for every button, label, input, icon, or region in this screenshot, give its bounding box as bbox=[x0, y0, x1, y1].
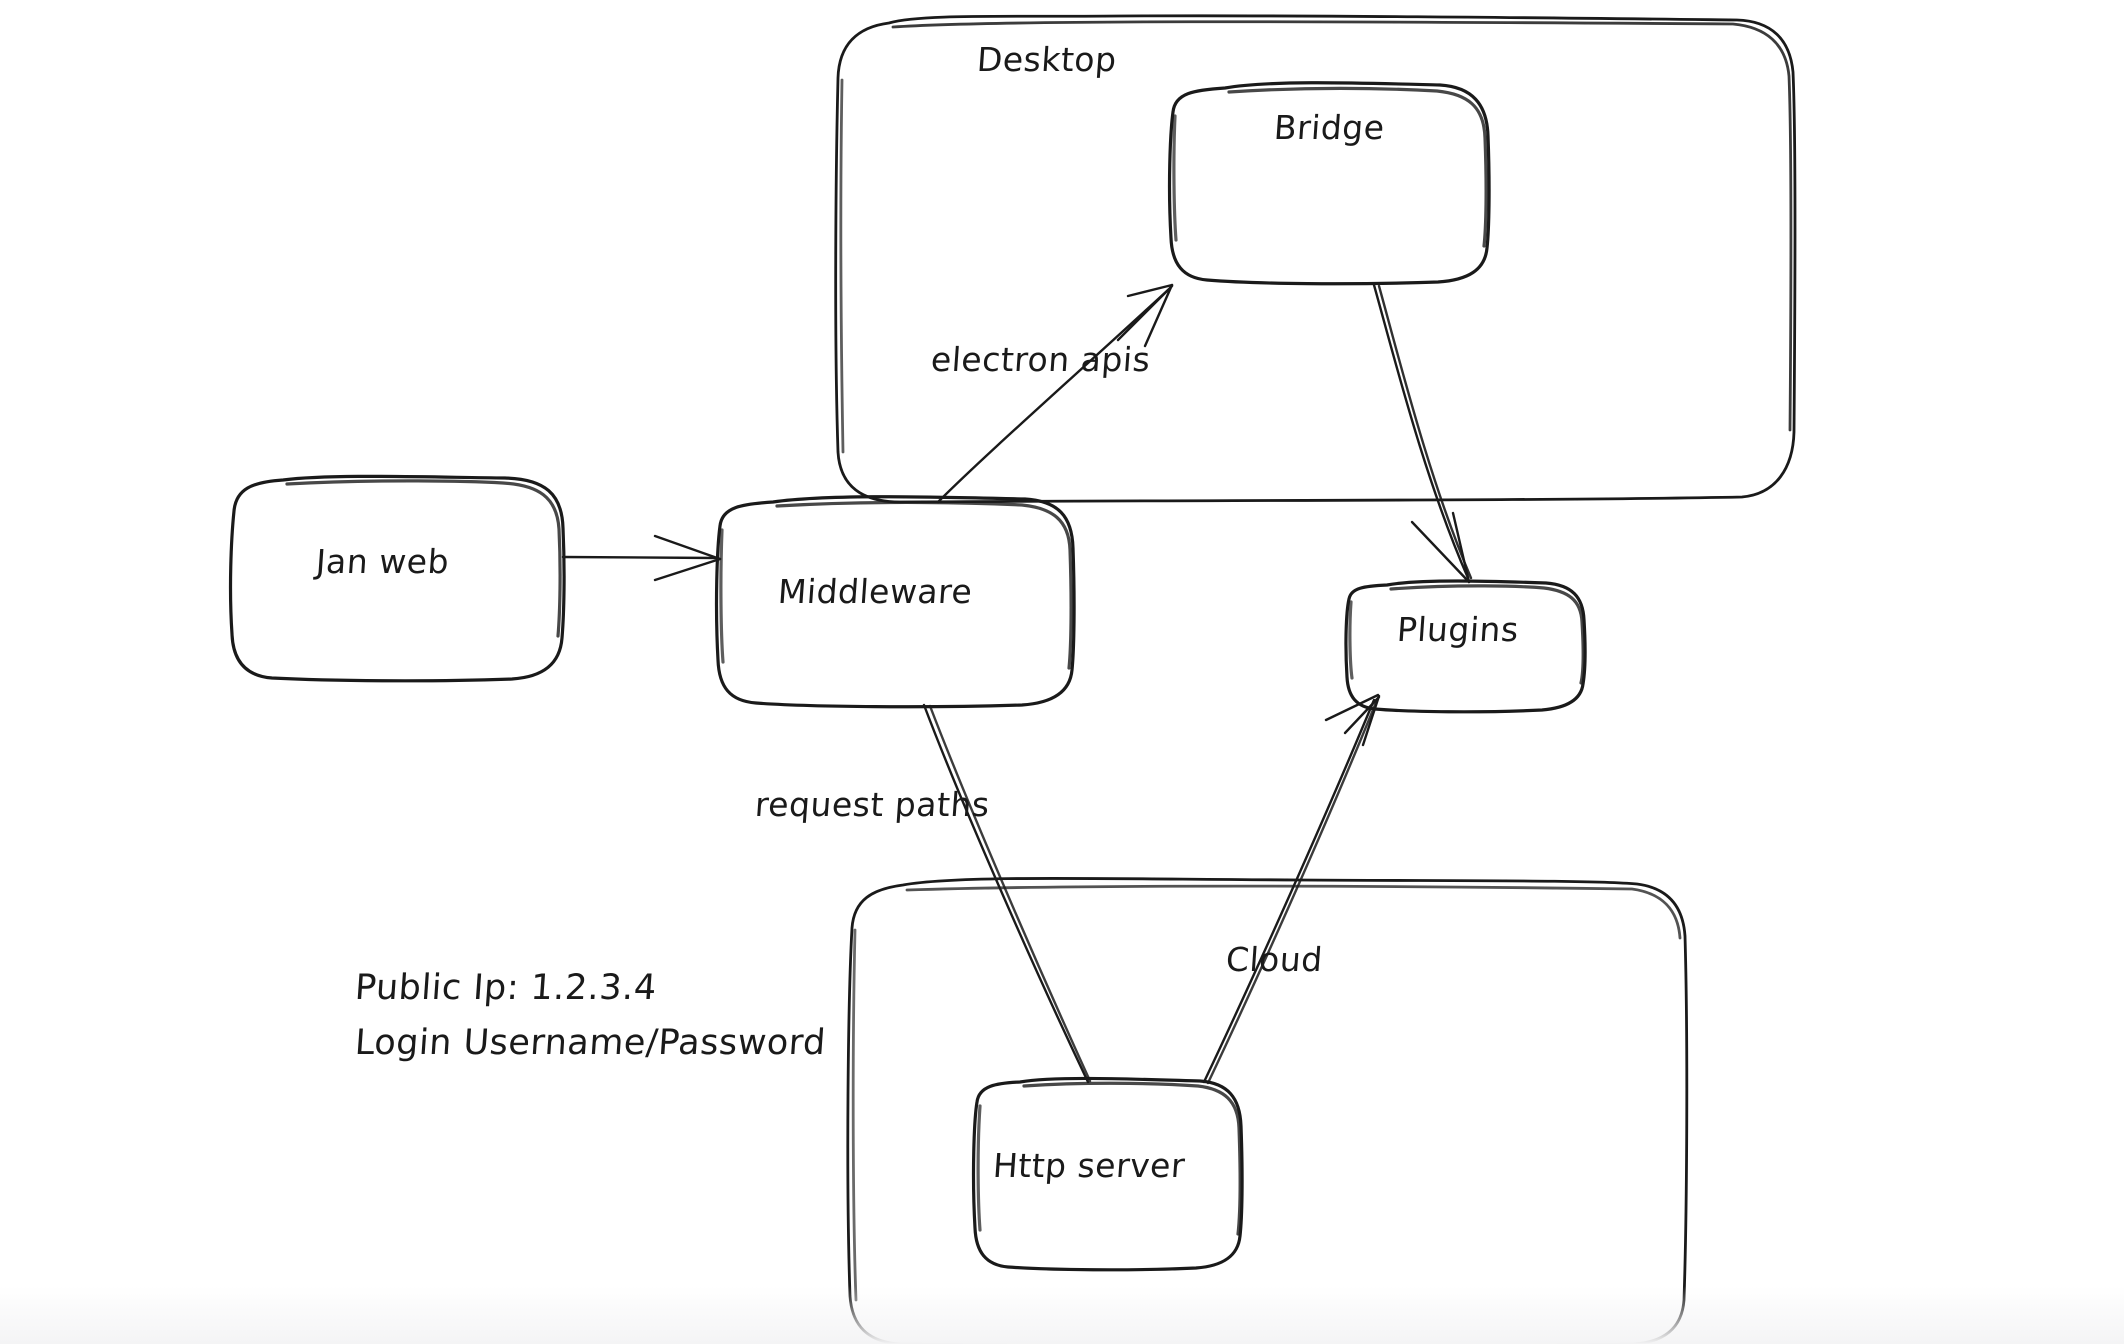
edge-middleware-to-http-server bbox=[922, 703, 1092, 1084]
group-label-desktop: Desktop bbox=[975, 40, 1118, 79]
node-label-bridge: Bridge bbox=[1272, 108, 1386, 147]
node-label-http-server: Http server bbox=[991, 1146, 1187, 1185]
node-label-jan-web: Jan web bbox=[314, 542, 451, 581]
edge-label-cloud: Cloud bbox=[1224, 940, 1325, 979]
group-desktop-outline bbox=[834, 14, 1797, 504]
note-login-credentials: Login Username/Password bbox=[353, 1023, 828, 1063]
edge-bridge-to-plugins bbox=[1372, 283, 1473, 584]
node-http-server-box[interactable] bbox=[971, 1076, 1244, 1272]
node-plugins-box[interactable] bbox=[1344, 579, 1587, 714]
node-jan-web-box[interactable] bbox=[228, 474, 566, 683]
node-middleware-box[interactable] bbox=[714, 495, 1076, 709]
node-label-middleware: Middleware bbox=[776, 572, 974, 611]
edge-http-server-to-plugins bbox=[1202, 693, 1381, 1085]
node-label-plugins: Plugins bbox=[1395, 610, 1521, 649]
edge-label-request-paths: request paths bbox=[753, 785, 992, 824]
edge-jan-web-to-middleware bbox=[561, 534, 722, 582]
note-public-ip: Public Ip: 1.2.3.4 bbox=[353, 968, 659, 1008]
node-bridge-box[interactable] bbox=[1167, 81, 1491, 286]
edge-middleware-to-bridge bbox=[936, 283, 1174, 504]
edge-label-electron-apis: electron apis bbox=[929, 340, 1152, 379]
